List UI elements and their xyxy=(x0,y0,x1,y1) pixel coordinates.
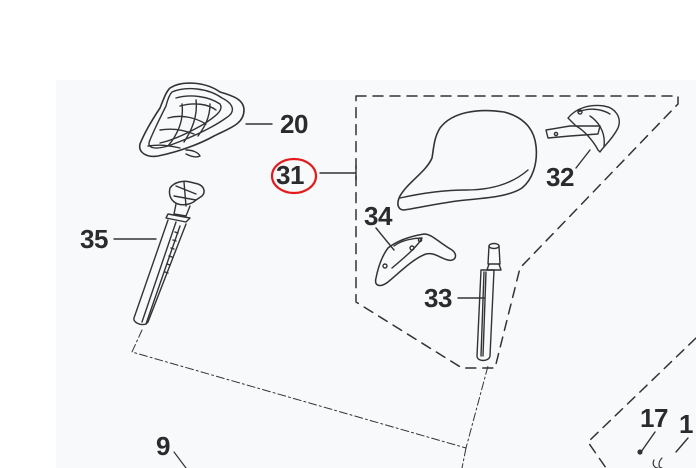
callout-34[interactable]: 34 xyxy=(364,201,392,231)
kit-31-dashed-boundary xyxy=(355,95,679,369)
part-1-washer xyxy=(652,457,663,468)
callout-31[interactable]: 31 xyxy=(276,160,304,190)
part-34-leader xyxy=(375,227,395,251)
callout-20[interactable]: 20 xyxy=(280,109,308,139)
callout-32[interactable]: 32 xyxy=(546,162,574,192)
part-17-leader xyxy=(640,431,656,453)
centerline-post-to-frame xyxy=(131,329,489,449)
callout-35[interactable]: 35 xyxy=(80,224,108,254)
part-34-mudguard-drawing xyxy=(374,233,457,287)
part-35-seatpost-drawing xyxy=(133,180,205,326)
part-33-post-drawing xyxy=(476,242,502,362)
part-32-leader xyxy=(575,149,591,169)
kit-17-dashed-boundary xyxy=(587,337,696,468)
kit-saddle-drawing xyxy=(397,109,538,211)
callout-33[interactable]: 33 xyxy=(424,283,452,313)
centerline-frame-vertical xyxy=(461,447,467,468)
part-20-saddle-drawing xyxy=(138,82,245,158)
highlight-circle xyxy=(270,157,318,195)
part-1-leader xyxy=(675,437,689,453)
callout-9[interactable]: 9 xyxy=(156,431,170,461)
part-32-clamp-drawing xyxy=(545,104,620,153)
callout-1[interactable]: 1 xyxy=(679,409,693,439)
callout-17[interactable]: 17 xyxy=(640,403,668,433)
centerline-frame-lower xyxy=(173,451,187,468)
part-17-bolt xyxy=(637,449,643,455)
